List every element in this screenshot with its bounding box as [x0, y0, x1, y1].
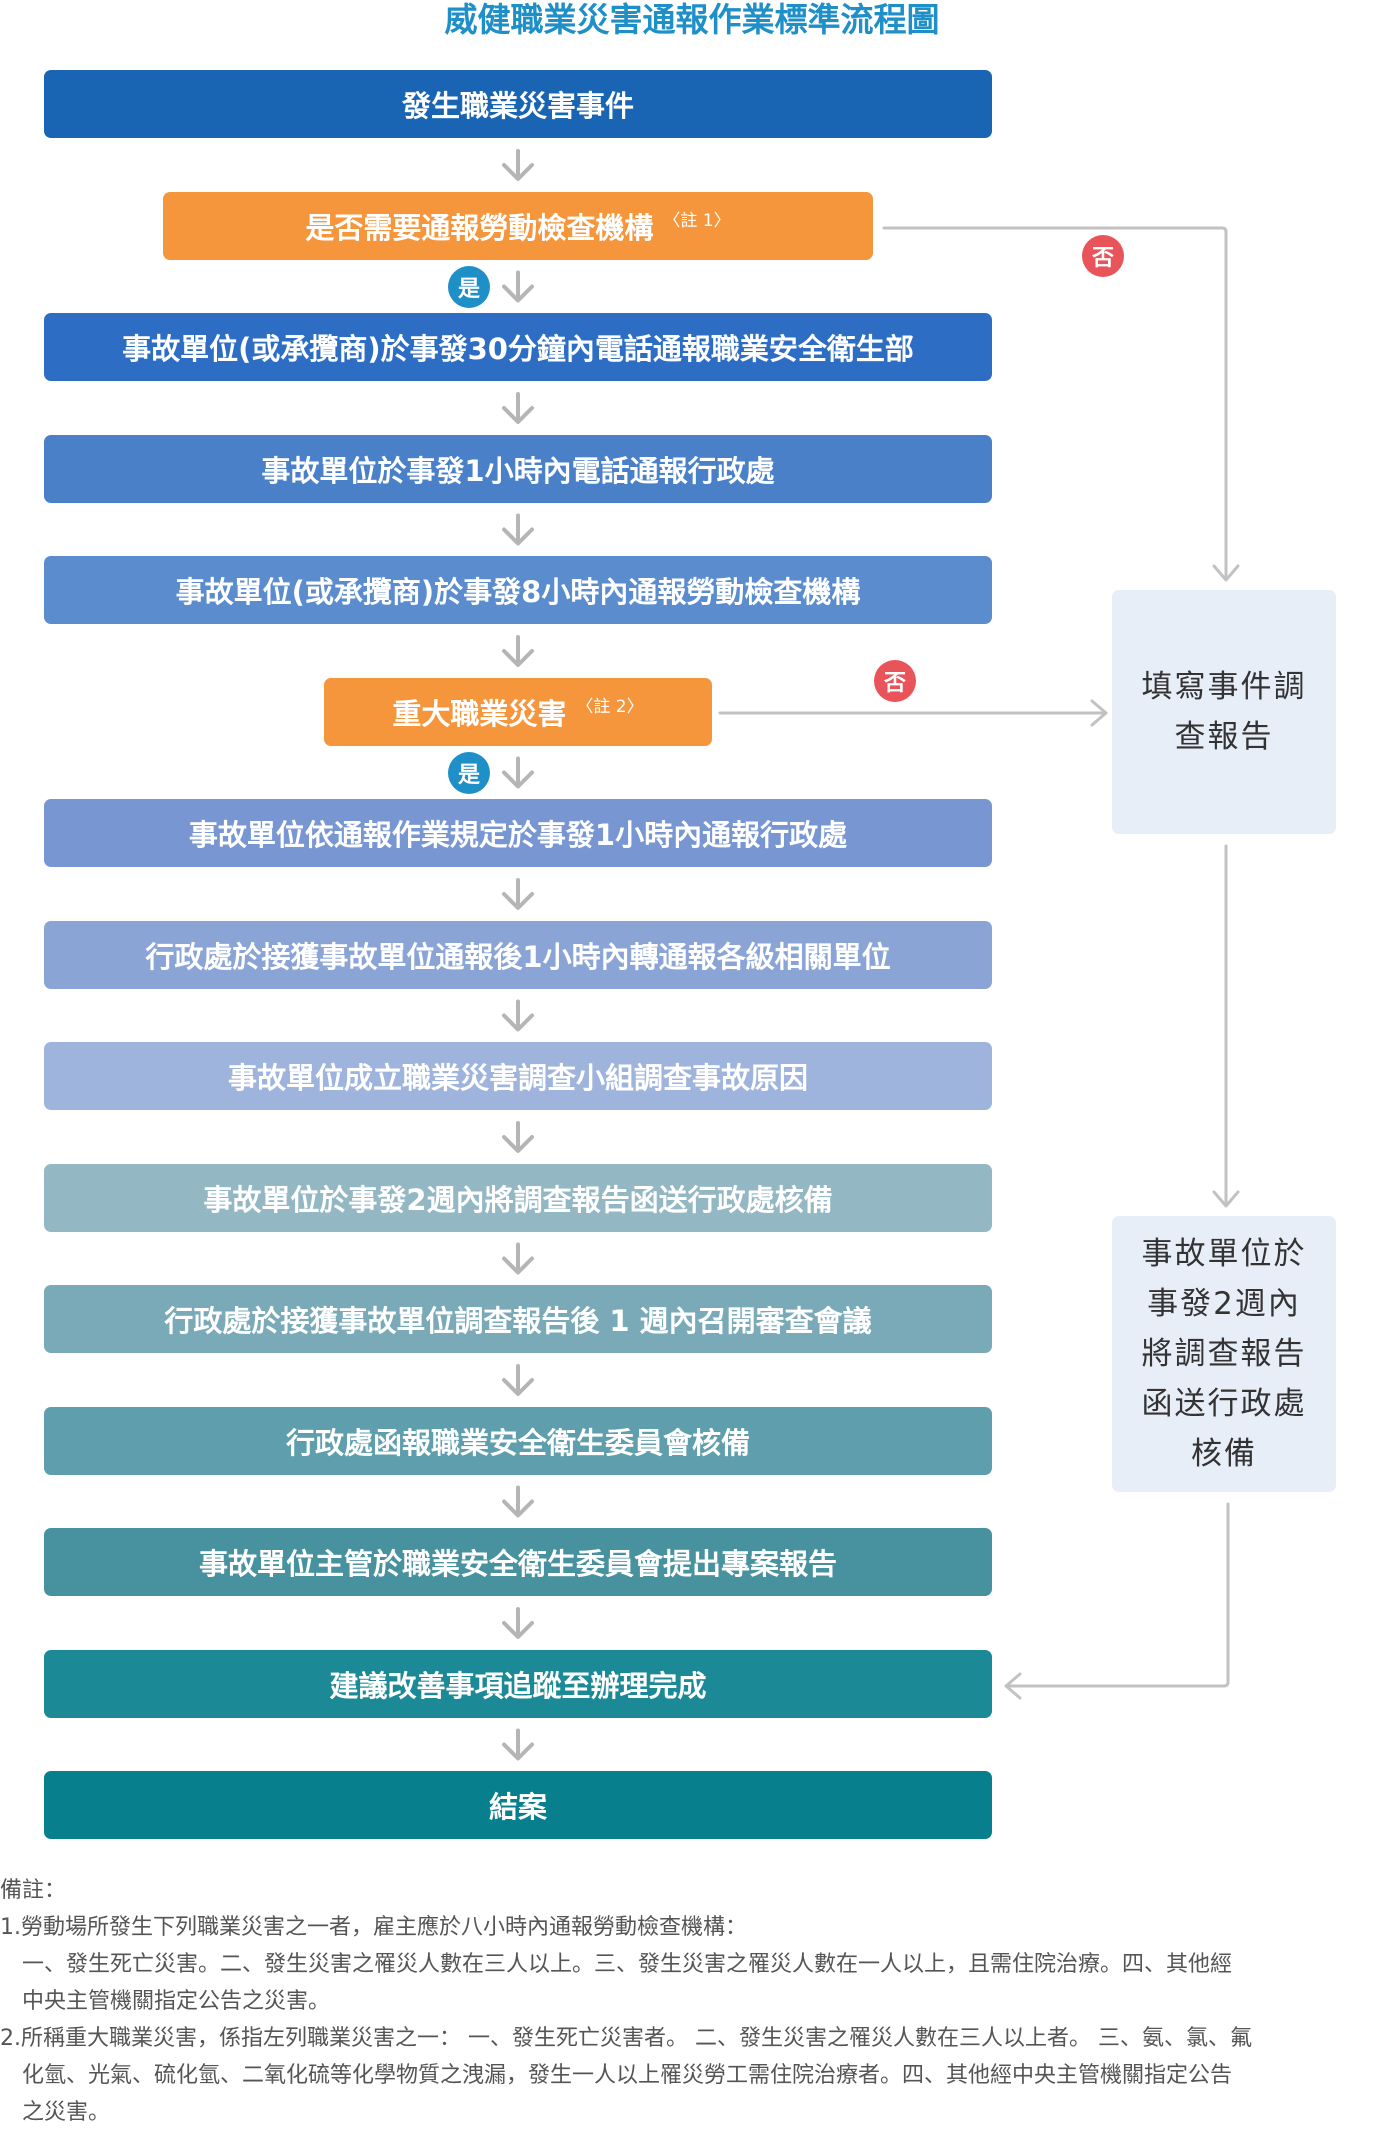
- return-line: [1004, 1502, 1230, 1688]
- step-report-committee: 行政處函報職業安全衛生委員會核備: [44, 1407, 992, 1475]
- step-incident-occurs: 發生職業災害事件: [44, 70, 992, 138]
- decision-report-to-labor-inspection: 是否需要通報勞動檢查機構〈註 1〉: [163, 192, 873, 260]
- down-chevron-icon: [502, 756, 534, 789]
- down-chevron-icon: [502, 1607, 534, 1639]
- side-box-line: 函送行政處: [1141, 1386, 1307, 1422]
- step-notify-admin-office: 事故單位依通報作業規定於事發1小時內通報行政處: [44, 799, 992, 867]
- down-chevron-icon: [502, 149, 534, 181]
- notes-heading: 備註：: [0, 1878, 67, 1903]
- step-form-investigation-team: 事故單位成立職業災害調查小組調查事故原因: [44, 1042, 992, 1110]
- side-box-line: 將調查報告: [1141, 1336, 1307, 1372]
- down-chevron-icon: [502, 270, 534, 303]
- no-badge-2: 否: [874, 660, 916, 702]
- down-chevron-icon: [502, 1242, 534, 1275]
- step-forward-notification: 行政處於接獲事故單位通報後1小時內轉通報各級相關單位: [44, 921, 992, 989]
- side-box-line: 核備: [1191, 1436, 1257, 1472]
- down-chevron-icon: [502, 1728, 534, 1761]
- down-chevron-icon: [502, 1121, 534, 1153]
- no-branch-arrowhead-2: [1090, 699, 1108, 727]
- down-chevron-icon: [502, 1485, 534, 1518]
- step-follow-up-improvements: 建議改善事項追蹤至辦理完成: [44, 1650, 992, 1718]
- side-box-line: 查報告: [1174, 719, 1274, 755]
- step-report-labor-inspection: 事故單位(或承攬商)於事發8小時內通報勞動檢查機構: [44, 556, 992, 624]
- yes-badge-2: 是: [448, 752, 490, 794]
- step-report-safety-department: 事故單位(或承攬商)於事發30分鐘內電話通報職業安全衛生部: [44, 313, 992, 381]
- no-branch-line-1: [882, 226, 1228, 580]
- no-branch-arrowhead-1: [1212, 564, 1240, 582]
- note-1-title: 1.勞動場所發生下列職業災害之一者，雇主應於八小時內通報勞動檢查機構：: [0, 1915, 747, 1940]
- page-title: 威健職業災害通報作業標準流程圖: [444, 0, 940, 39]
- side-box-line: 事發2週內: [1147, 1286, 1301, 1322]
- side-box-fill-report: 填寫事件調 查報告: [1112, 590, 1336, 834]
- down-chevron-icon: [502, 878, 534, 910]
- notes-section: 備註： 1.勞動場所發生下列職業災害之一者，雇主應於八小時內通報勞動檢查機構： …: [0, 1872, 1384, 2131]
- side-box-submit-report: 事故單位於 事發2週內 將調查報告 函送行政處 核備: [1112, 1216, 1336, 1492]
- step-case-closed: 結案: [44, 1771, 992, 1839]
- side-box-line: 事故單位於: [1141, 1236, 1307, 1272]
- down-chevron-icon: [502, 635, 534, 667]
- down-chevron-icon: [502, 999, 534, 1032]
- step-review-meeting: 行政處於接獲事故單位調查報告後 1 週內召開審查會議: [44, 1285, 992, 1353]
- note-1-body: 一、發生死亡災害。二、發生災害之罹災人數在三人以上。三、發生災害之罹災人數在一人…: [22, 1952, 1233, 1977]
- side-connector-arrowhead: [1212, 1190, 1240, 1208]
- side-box-line: 填寫事件調: [1141, 669, 1307, 705]
- down-chevron-icon: [502, 513, 534, 546]
- note-2-end: 之災害。: [22, 2100, 111, 2125]
- step-phone-admin-office: 事故單位於事發1小時內電話通報行政處: [44, 435, 992, 503]
- step-submit-investigation-report: 事故單位於事發2週內將調查報告函送行政處核備: [44, 1164, 992, 1232]
- note-1-body-continued: 中央主管機關指定公告之災害。: [22, 1989, 331, 2014]
- step-project-report: 事故單位主管於職業安全衛生委員會提出專案報告: [44, 1528, 992, 1596]
- note-2-continued: 化氫、光氣、硫化氫、二氧化硫等化學物質之洩漏，發生一人以上罹災勞工需住院治療者。…: [22, 2063, 1233, 2088]
- no-badge-1: 否: [1082, 235, 1124, 277]
- note-2: 2.所稱重大職業災害，係指左列職業災害之一： 一、發生死亡災害者。 二、發生災害…: [0, 2026, 1252, 2051]
- down-chevron-icon: [502, 1364, 534, 1396]
- down-chevron-icon: [502, 392, 534, 424]
- yes-badge-1: 是: [448, 266, 490, 308]
- decision-major-incident: 重大職業災害〈註 2〉: [324, 678, 712, 746]
- return-arrowhead: [1004, 1672, 1022, 1700]
